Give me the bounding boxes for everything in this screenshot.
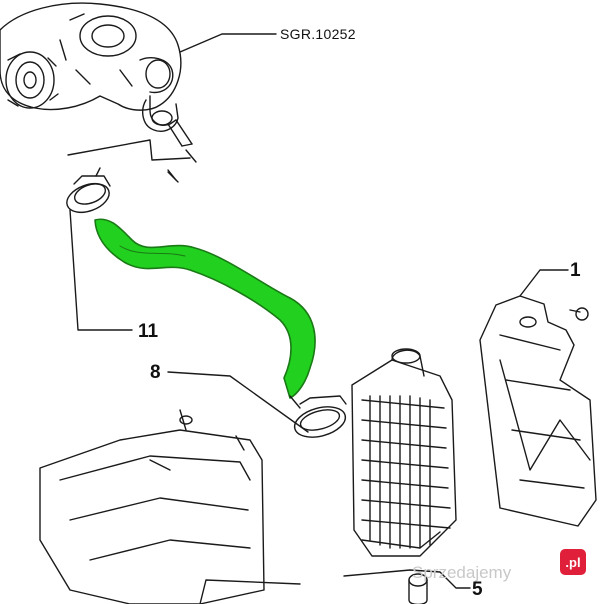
part-number-11: 11: [138, 321, 159, 342]
reference-leader-line: [179, 33, 277, 53]
airbox-drawing: [39, 409, 301, 604]
label-11-leader: [69, 209, 133, 331]
upper-clamp-drawing: [66, 139, 191, 214]
part-number-5: 5: [472, 579, 483, 600]
watermark-badge: [560, 549, 586, 575]
hose-contour: [119, 245, 186, 257]
watermark-text: Sprzedajemy: [412, 563, 512, 582]
part-number-8: 8: [150, 362, 161, 383]
turbocharger-drawing: [0, 2, 197, 181]
label-8-leader: [167, 371, 309, 433]
watermark-suffix: .pl: [565, 555, 580, 570]
label-5-leader: [343, 569, 471, 589]
watermark: Sprzedajemy .pl: [412, 549, 586, 582]
reference-label: SGR.10252: [280, 26, 356, 42]
bracket-drawing: [479, 269, 597, 527]
lower-clamp-drawing: [289, 395, 347, 438]
part-number-1: 1: [570, 260, 581, 281]
detail-mark: [167, 171, 179, 183]
intercooler-drawing: [351, 348, 457, 604]
highlighted-hose: [94, 218, 316, 399]
